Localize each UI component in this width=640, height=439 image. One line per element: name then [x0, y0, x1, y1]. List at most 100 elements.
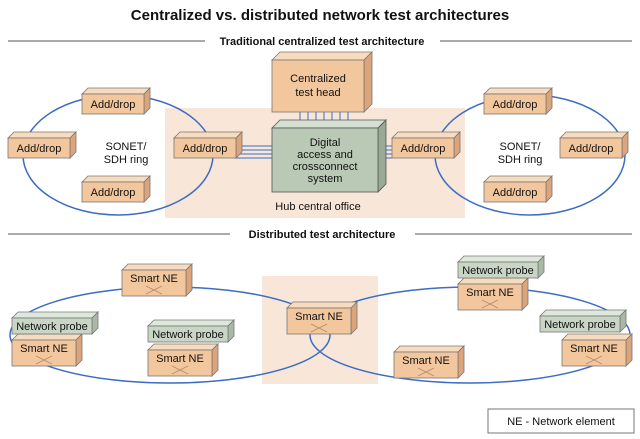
add-drop-left-right: Add/drop [173, 131, 243, 159]
box-top-face [286, 301, 358, 309]
box-side-face [521, 277, 529, 311]
box-top-face [7, 131, 77, 139]
smart-ne-label: Smart NE [570, 343, 618, 355]
network-probe-label: Network probe [544, 319, 616, 331]
box-front-face [483, 181, 547, 203]
add-drop-left-left: Add/drop [7, 131, 77, 159]
hub-central-office-label: Hub central office [275, 201, 360, 213]
dacs-label-line4: system [308, 173, 343, 185]
box-top-face [393, 345, 465, 353]
smart-ne-label: Smart NE [466, 287, 514, 299]
right-ring-label-line2: SDH ring [498, 154, 543, 166]
centralized-section-title: Traditional centralized test architectur… [220, 36, 425, 48]
add-drop-label: Add/drop [493, 99, 538, 111]
smart-ne-label: Smart NE [20, 343, 68, 355]
box-front-face [457, 283, 523, 311]
box-front-face [286, 307, 352, 335]
network-probe-right: Network probe [539, 309, 627, 333]
smart-ne-center: Smart NE [286, 301, 358, 335]
add-drop-right-top: Add/drop [483, 87, 553, 115]
box-top-face [561, 333, 633, 341]
box-front-face [147, 349, 213, 377]
add-drop-label: Add/drop [401, 143, 446, 155]
distributed-section-title: Distributed test architecture [249, 229, 396, 241]
box-side-face [211, 343, 219, 377]
smart-ne-top-right: Smart NE [457, 277, 529, 311]
smart-ne-cross-line [481, 299, 499, 309]
box-top-face [559, 131, 629, 139]
box-front-face [539, 315, 621, 333]
dacs-label-line1: Digital [310, 137, 341, 149]
smart-ne-label: Smart NE [402, 355, 450, 367]
box-top-face [147, 319, 235, 327]
box-top-face [81, 175, 151, 183]
network-probe-left: Network probe [11, 311, 99, 335]
box-top-face [457, 277, 529, 285]
box-front-face [11, 339, 77, 367]
test-head-label-line1: Centralized [290, 73, 346, 85]
box-front-face [483, 93, 547, 115]
box-top-face [147, 343, 219, 351]
smart-ne-left: Smart NE [11, 333, 83, 367]
box-front-face [457, 261, 539, 279]
smart-ne-label: Smart NE [295, 311, 343, 323]
smart-ne-label: Smart NE [156, 353, 204, 365]
add-drop-left-bottom: Add/drop [81, 175, 151, 203]
smart-ne-label: Smart NE [130, 273, 178, 285]
smart-ne-right: Smart NE [561, 333, 633, 367]
add-drop-right-left: Add/drop [391, 131, 461, 159]
smart-ne-cross-line [310, 323, 328, 333]
smart-ne-cross-line [145, 285, 163, 295]
box-front-face [173, 137, 237, 159]
add-drop-label: Add/drop [91, 187, 136, 199]
box-front-face [11, 317, 93, 335]
box-side-face [457, 345, 465, 379]
box-top-face [11, 333, 83, 341]
box-side-face [625, 333, 633, 367]
box-side-face [75, 333, 83, 367]
add-drop-label: Add/drop [493, 187, 538, 199]
left-ring-label-line1: SONET/ [106, 141, 148, 153]
box-top-face [173, 131, 243, 139]
box-top-face [391, 131, 461, 139]
smart-ne-cross-line [171, 365, 189, 375]
box-front-face [121, 269, 187, 297]
add-drop-label: Add/drop [91, 99, 136, 111]
dacs-label-line2: access and [297, 149, 353, 161]
right-ring-label-line1: SONET/ [500, 141, 542, 153]
add-drop-left-top: Add/drop [81, 87, 151, 115]
network-probe-label: Network probe [152, 329, 224, 341]
legend-text: NE - Network element [507, 416, 615, 428]
smart-ne-cross-line [417, 367, 435, 377]
smart-ne-cross-line [35, 355, 53, 365]
box-top-face [457, 255, 545, 263]
box-top-face [81, 87, 151, 95]
box-top-face [483, 175, 553, 183]
box-front-face [559, 137, 623, 159]
network-probe-bottom-left: Network probe [147, 319, 235, 343]
box-side-face [350, 301, 358, 335]
box-front-face [81, 93, 145, 115]
test-head-label-line2: test head [295, 87, 340, 99]
box-top-face [483, 87, 553, 95]
box-front-face [81, 181, 145, 203]
centralized-test-head: Centralized test head [271, 51, 373, 113]
legend: NE - Network element [487, 408, 635, 434]
add-drop-label: Add/drop [17, 143, 62, 155]
network-probe-top-right: Network probe [457, 255, 545, 279]
smart-ne-bottom-left: Smart NE [147, 343, 219, 377]
box-top-face [121, 263, 193, 271]
add-drop-right-bottom: Add/drop [483, 175, 553, 203]
box-front-face [147, 325, 229, 343]
box-side-face [185, 263, 193, 297]
dacs-label-line3: crossconnect [293, 161, 358, 173]
box-front-face [561, 339, 627, 367]
smart-ne-cross-line [585, 355, 603, 365]
left-ring-label-line2: SDH ring [104, 154, 149, 166]
box-top-face [539, 309, 627, 317]
add-drop-right-right: Add/drop [559, 131, 629, 159]
network-probe-label: Network probe [16, 321, 88, 333]
box-front-face [7, 137, 71, 159]
box-top-face [11, 311, 99, 319]
